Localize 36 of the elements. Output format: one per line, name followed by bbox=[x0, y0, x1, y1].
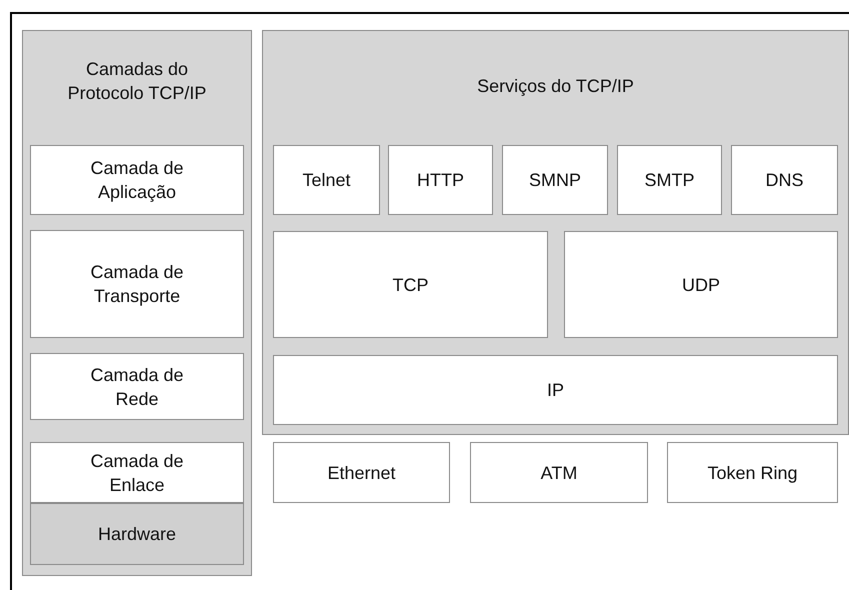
protocol-box bbox=[30, 442, 244, 503]
protocol-box bbox=[273, 231, 548, 338]
protocol-box bbox=[731, 145, 838, 215]
box-label: SMTP bbox=[643, 169, 696, 192]
box-label: Token Ring bbox=[706, 462, 799, 484]
protocol-box bbox=[30, 145, 244, 215]
protocol-box bbox=[30, 230, 244, 338]
hardware-box bbox=[30, 503, 244, 565]
protocol-box bbox=[273, 145, 380, 215]
box-label: Ethernet bbox=[326, 462, 397, 484]
box-label: Camada de Transporte bbox=[89, 261, 185, 308]
box-label: IP bbox=[546, 379, 565, 402]
protocol-box bbox=[502, 145, 608, 215]
box-label: SMNP bbox=[528, 169, 582, 192]
box-label: Camada de Aplicação bbox=[89, 157, 185, 204]
protocol-box bbox=[617, 145, 722, 215]
box-label: DNS bbox=[764, 169, 804, 192]
box-label: HTTP bbox=[416, 169, 465, 192]
protocol-box bbox=[388, 145, 493, 215]
protocol-box bbox=[30, 353, 244, 420]
box-label: Camada de Enlace bbox=[89, 450, 185, 496]
protocol-box bbox=[667, 442, 838, 503]
panel-heading: Camadas do Protocolo TCP/IP bbox=[66, 58, 208, 105]
protocol-box bbox=[273, 442, 450, 503]
protocol-box bbox=[564, 231, 838, 338]
panel-heading: Serviços do TCP/IP bbox=[476, 75, 635, 98]
layer-panel bbox=[22, 30, 252, 576]
box-label: Telnet bbox=[301, 169, 352, 192]
box-label: Camada de Rede bbox=[89, 364, 185, 410]
box-label: UDP bbox=[680, 274, 721, 296]
box-label: TCP bbox=[392, 274, 430, 296]
layer-panel bbox=[262, 30, 849, 435]
protocol-box bbox=[470, 442, 648, 503]
box-label: Hardware bbox=[96, 523, 178, 546]
box-label: ATM bbox=[540, 462, 578, 484]
protocol-box bbox=[273, 355, 838, 425]
